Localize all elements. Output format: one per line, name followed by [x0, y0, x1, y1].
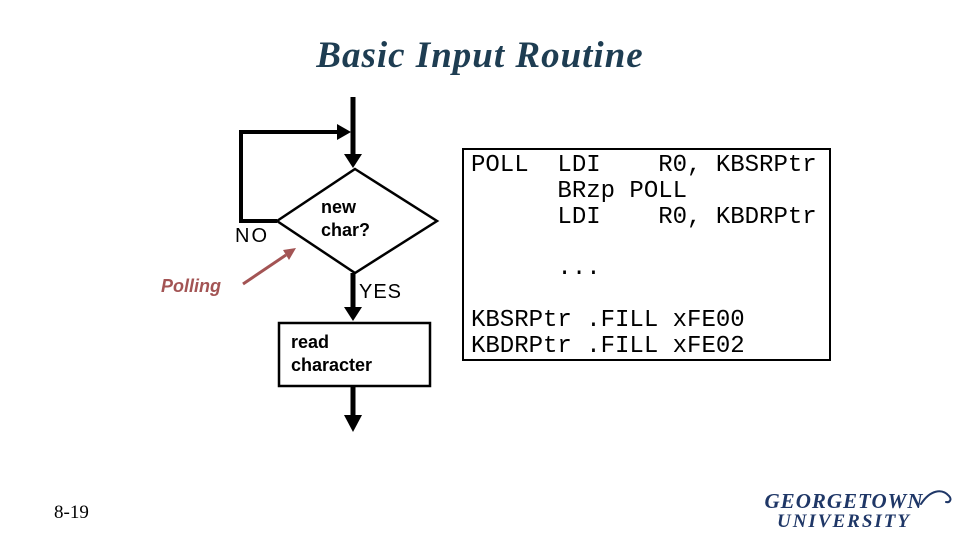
process-label-line2: character	[291, 355, 373, 375]
logo-swash-icon	[920, 490, 952, 505]
entry-arrow	[344, 97, 362, 168]
process-box-shape	[277, 321, 432, 388]
no-loop-arrow	[239, 124, 351, 223]
page-title: Basic Input Routine	[316, 35, 644, 76]
code-line: KBSRPtr .FILL xFE00	[471, 306, 745, 334]
logo-line2: UNIVERSITY	[776, 511, 912, 532]
code-line: ...	[471, 255, 601, 283]
georgetown-logo: GEORGETOWN UNIVERSITY	[744, 489, 952, 532]
yes-arrow	[344, 273, 362, 321]
exit-arrow	[344, 386, 362, 432]
code-line	[471, 282, 829, 308]
code-line: BRzp POLL	[471, 177, 688, 205]
decision-label-line1: new	[321, 197, 357, 217]
yes-branch-label: YES	[359, 281, 403, 303]
code-block: POLL LDI R0, KBSRPtr BRzp POLL LDI R0, K…	[462, 148, 831, 361]
code-line: KBDRPtr .FILL xFE02	[471, 332, 745, 360]
polling-arrow	[242, 248, 296, 286]
polling-annotation: Polling	[161, 276, 221, 296]
page-number: 8-19	[54, 502, 89, 523]
decision-label-line2: char?	[321, 220, 371, 240]
process-label: read character	[291, 331, 372, 377]
process-label-line1: read	[291, 332, 330, 352]
code-line	[471, 230, 829, 256]
decision-label: new char?	[321, 196, 370, 242]
code-line: LDI R0, KBDRPtr	[471, 203, 817, 231]
no-branch-label: NO	[235, 225, 269, 247]
logo-line1: GEORGETOWN	[764, 489, 924, 513]
code-line: POLL LDI R0, KBSRPtr	[471, 152, 817, 179]
